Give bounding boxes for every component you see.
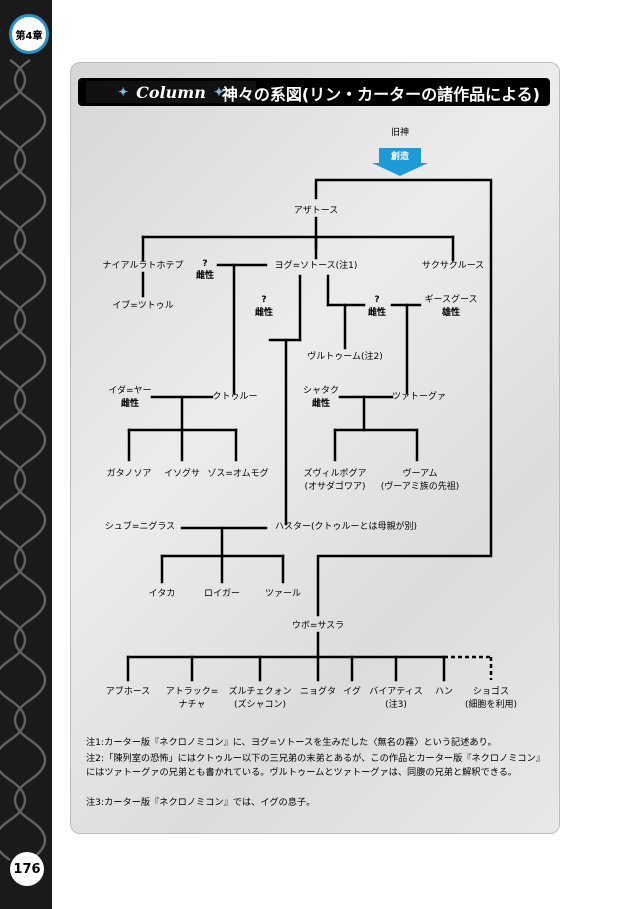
node-tsathoggua: ツァトーグァ (391, 392, 447, 402)
node-voorm: ヴーアム (402, 469, 438, 479)
knot-pattern (0, 58, 47, 862)
node-zhar: ツァール (264, 589, 302, 599)
column-badge: ✦ Column ✦ (86, 81, 256, 103)
node-ithaqua: イタカ (148, 589, 176, 599)
node-idh-yaa-sex: 雌性 (120, 399, 140, 409)
node-shoggoth-note: (細胞を利用) (464, 700, 518, 710)
node-unknown-1-sex: 雌性 (195, 271, 215, 281)
node-shub-niggurath: シュブ=ニグラス (104, 522, 176, 532)
footnote-3: 注3:カーター版『ネクロノミコン』では、イグの息子。 (86, 797, 316, 808)
node-abhoth: アブホース (105, 687, 151, 697)
node-zulchequon: ズルチェクォン (228, 687, 292, 697)
chapter-badge: 第4章 (9, 14, 49, 54)
create-label: 創造 (390, 152, 410, 162)
node-ghatanothoa: ガタノソア (106, 469, 152, 479)
node-zulchequon-alt: (ズシャコン) (233, 700, 287, 710)
node-shathak: シャタク (302, 386, 340, 396)
node-lloigor: ロイガー (203, 589, 241, 599)
node-atlach-nacha: アトラック= (165, 687, 219, 697)
creation-link (314, 178, 493, 617)
ornament-right-icon: ✦ (213, 85, 224, 99)
node-byatis-note: (注3) (385, 700, 407, 710)
node-shoggoth: ショゴス (472, 687, 510, 697)
node-unknown-3-sex: 雌性 (367, 308, 387, 318)
node-ythogtha: イソグサ (163, 469, 201, 479)
node-atlach-nacha-2: ナチャ (178, 700, 206, 710)
node-hastur: ハスター(クトゥルーとは母親が別) (274, 522, 418, 532)
column-title: 神々の系図(リン・カーターの諸作品による) (221, 85, 540, 104)
node-nyogtha: ニョグタ (299, 687, 337, 697)
node-ib-tsutl: イブ=ツトゥル (112, 301, 174, 311)
column-header: ✦ Column ✦ 神々の系図(リン・カーターの諸作品による) (78, 78, 550, 106)
node-cxaxukluth: サクサクルース (421, 261, 485, 271)
shoggoth-dashed-link (444, 655, 493, 680)
node-idh-yaa: イダ=ヤー (108, 386, 152, 396)
node-unknown-2-sex: 雌性 (254, 308, 274, 318)
node-zoth-ommog: ゾス=オムモグ (207, 469, 269, 479)
node-zvilpogghua: ズヴィルポグア (303, 469, 367, 479)
node-ubbo-sathla: ウボ=サスラ (291, 621, 345, 631)
node-unknown-3: ? (374, 295, 380, 305)
node-shathak-sex: 雌性 (311, 399, 331, 409)
node-unknown-2: ? (261, 295, 267, 305)
node-old-gods: 旧神 (390, 128, 410, 138)
node-azathoth: アザトース (293, 206, 339, 216)
node-nyarlathotep: ナイアルラトホテプ (102, 261, 184, 271)
node-zvilpogghua-alt: (オサダゴワア) (304, 482, 366, 492)
node-yog-sothoth: ヨグ=ソトース(注1) (274, 261, 358, 271)
node-ghisguth-sex: 雄性 (441, 308, 461, 318)
node-han: ハン (434, 687, 454, 697)
footnote-1: 注1:カーター版『ネクロノミコン』に、ヨグ=ソトースを生みだした〈無名の霧〉とい… (86, 737, 497, 748)
node-voorm-note: (ヴーアミ族の先祖) (380, 482, 460, 492)
node-cthulhu: クトゥルー (212, 392, 258, 402)
ornament-left-icon: ✦ (118, 85, 129, 99)
decorative-side-border: 第4章 176 (0, 0, 52, 909)
column-label: Column (136, 82, 206, 102)
node-unknown-1: ? (202, 259, 208, 269)
footnote-2: 注2:「陳列室の恐怖」にはクトゥルー以下の三兄弟の末弟とあるが、この作品とカータ… (86, 753, 545, 778)
node-ghisguth: ギースグース (424, 295, 478, 305)
node-vulthoom: ヴルトゥーム(注2) (307, 352, 383, 362)
create-arrow-icon (372, 148, 428, 176)
node-byatis: バイアティス (369, 687, 423, 697)
node-yig: イグ (343, 687, 361, 697)
page-number: 176 (10, 852, 44, 886)
